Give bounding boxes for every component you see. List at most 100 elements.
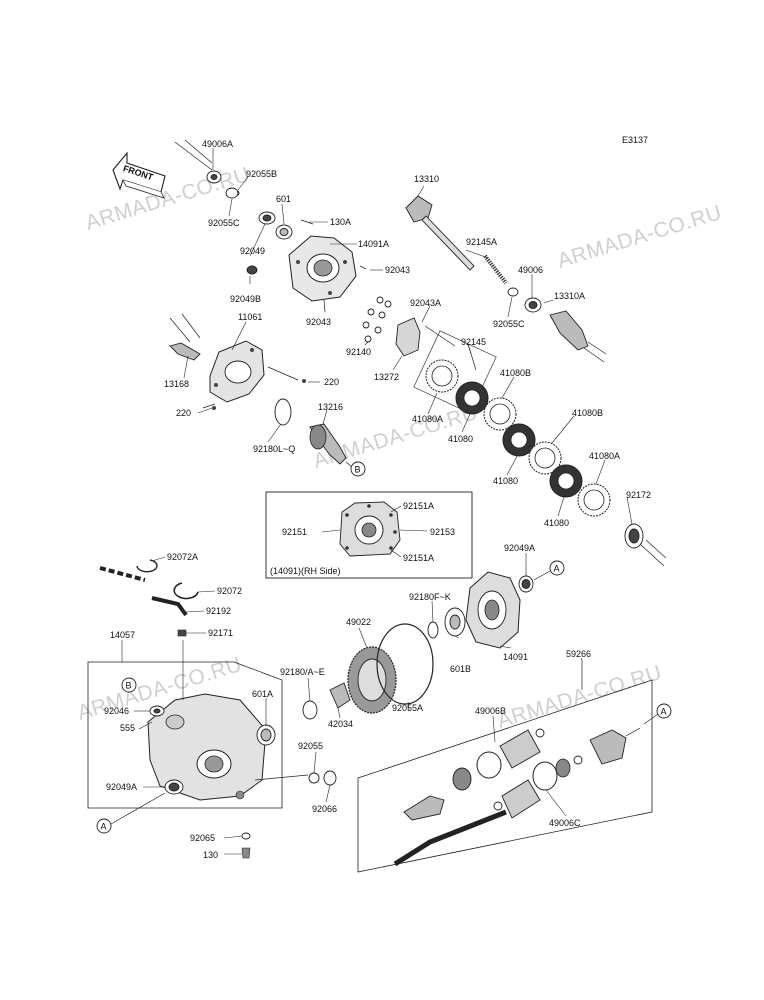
label-41080-a: 41080 [448, 434, 473, 444]
clip-92072a [136, 559, 158, 573]
yoke-13310 [405, 195, 433, 223]
washer-92065 [241, 832, 251, 840]
callout-a-lower-label: A [101, 822, 107, 832]
callout-b-top [350, 461, 366, 477]
gearcase-group: B A [87, 661, 309, 859]
pinion-group: B [274, 398, 366, 477]
label-130a: 130A [330, 217, 351, 227]
gearcase-box [87, 661, 283, 809]
label-92180l-q: 92180L~Q [253, 444, 295, 454]
label-49006a: 49006A [202, 139, 233, 149]
plate-13272 [395, 317, 421, 357]
yoke-13310a [549, 310, 589, 351]
label-13216: 13216 [318, 402, 343, 412]
label-92192: 92192 [206, 606, 231, 616]
watermark-2: ARMADA-CO.RU [555, 201, 725, 273]
callout-a-lower [96, 818, 112, 834]
label-220-b: 220 [176, 408, 191, 418]
label-49006: 49006 [518, 265, 543, 275]
clutch-plates-group [413, 330, 667, 567]
diagram-code: E3137 [622, 135, 648, 145]
cover-group [169, 313, 306, 410]
oring-92055c-right [507, 287, 519, 297]
shim-92180l-q [274, 398, 292, 426]
label-92065: 92065 [190, 833, 215, 843]
oring-92049b [246, 265, 258, 275]
rh-side-inset: (14091)(RH Side) [265, 491, 473, 579]
label-13310: 13310 [414, 174, 439, 184]
label-13168: 13168 [164, 379, 189, 389]
label-92043a: 92043A [410, 298, 441, 308]
label-92049b: 92049B [230, 294, 261, 304]
label-92151: 92151 [282, 527, 307, 537]
label-92066: 92066 [312, 804, 337, 814]
callout-a-mid [549, 560, 565, 576]
label-92046: 92046 [104, 706, 129, 716]
label-49022: 49022 [346, 617, 371, 627]
bolt-130 [241, 847, 251, 859]
ring-92072 [173, 582, 199, 600]
label-555: 555 [120, 723, 135, 733]
shift-rod-group [99, 559, 199, 637]
label-92172: 92172 [626, 490, 651, 500]
label-11061: 11061 [238, 312, 262, 322]
label-41080b-right: 41080B [572, 408, 603, 418]
label-601: 601 [276, 194, 291, 204]
rh-side-caption: (14091)(RH Side) [270, 566, 341, 576]
oring-92055 [308, 772, 320, 784]
label-92151a-bottom: 92151A [403, 553, 434, 563]
ring-gear-group: A [302, 560, 565, 786]
axle-box [357, 679, 653, 873]
label-14091a: 14091A [358, 239, 389, 249]
label-42034: 42034 [328, 719, 353, 729]
oring-92055a [376, 623, 434, 705]
callout-a-right [656, 703, 672, 719]
cv-joint-outer [589, 729, 627, 765]
callout-b-lower [121, 677, 137, 693]
callout-b-top-label: B [355, 465, 361, 475]
gear-42034 [329, 682, 351, 709]
boot-49006b [499, 729, 541, 769]
label-13310a: 13310A [554, 291, 585, 301]
label-130: 130 [203, 850, 218, 860]
shim-92180f-k [427, 621, 439, 639]
cv-joint-inner [403, 795, 445, 821]
axle-group: A [357, 660, 672, 873]
upper-left-case-group [174, 139, 367, 313]
label-92153: 92153 [430, 527, 455, 537]
label-92140: 92140 [346, 347, 371, 357]
plug-92171 [177, 629, 187, 637]
label-92180-a-e: 92180/A~E [280, 667, 325, 677]
callout-b-lower-label: B [126, 681, 132, 691]
label-92055: 92055 [298, 741, 323, 751]
label-13272: 13272 [374, 372, 399, 382]
label-59266: 59266 [566, 649, 591, 659]
label-220-a: 220 [324, 377, 339, 387]
label-14057: 14057 [110, 630, 135, 640]
label-92151a-top: 92151A [403, 501, 434, 511]
rh-side-box [265, 491, 473, 579]
label-92171: 92171 [208, 628, 233, 638]
differential-small-parts [362, 296, 477, 371]
label-92072: 92072 [217, 586, 242, 596]
shim-92180-a-e [302, 700, 318, 720]
label-92145: 92145 [461, 337, 486, 347]
label-92055a: 92055A [392, 703, 423, 713]
label-49006b: 49006B [475, 706, 506, 716]
label-601b: 601B [450, 664, 471, 674]
label-92145a: 92145A [466, 237, 497, 247]
shaft-13168 [169, 342, 201, 361]
label-92180f-k: 92180F~K [409, 592, 451, 602]
label-92072a: 92072A [167, 552, 198, 562]
callout-a-right-label: A [661, 707, 667, 717]
ball-92140 [364, 335, 372, 343]
rod-92192 [151, 596, 188, 617]
spring-92145a [483, 254, 508, 285]
label-601a: 601A [252, 689, 273, 699]
label-41080a-right: 41080A [589, 451, 620, 461]
label-41080-c: 41080 [544, 518, 569, 528]
label-41080b-top: 41080B [500, 368, 531, 378]
boot-49006c [501, 779, 541, 819]
label-92049: 92049 [240, 246, 265, 256]
